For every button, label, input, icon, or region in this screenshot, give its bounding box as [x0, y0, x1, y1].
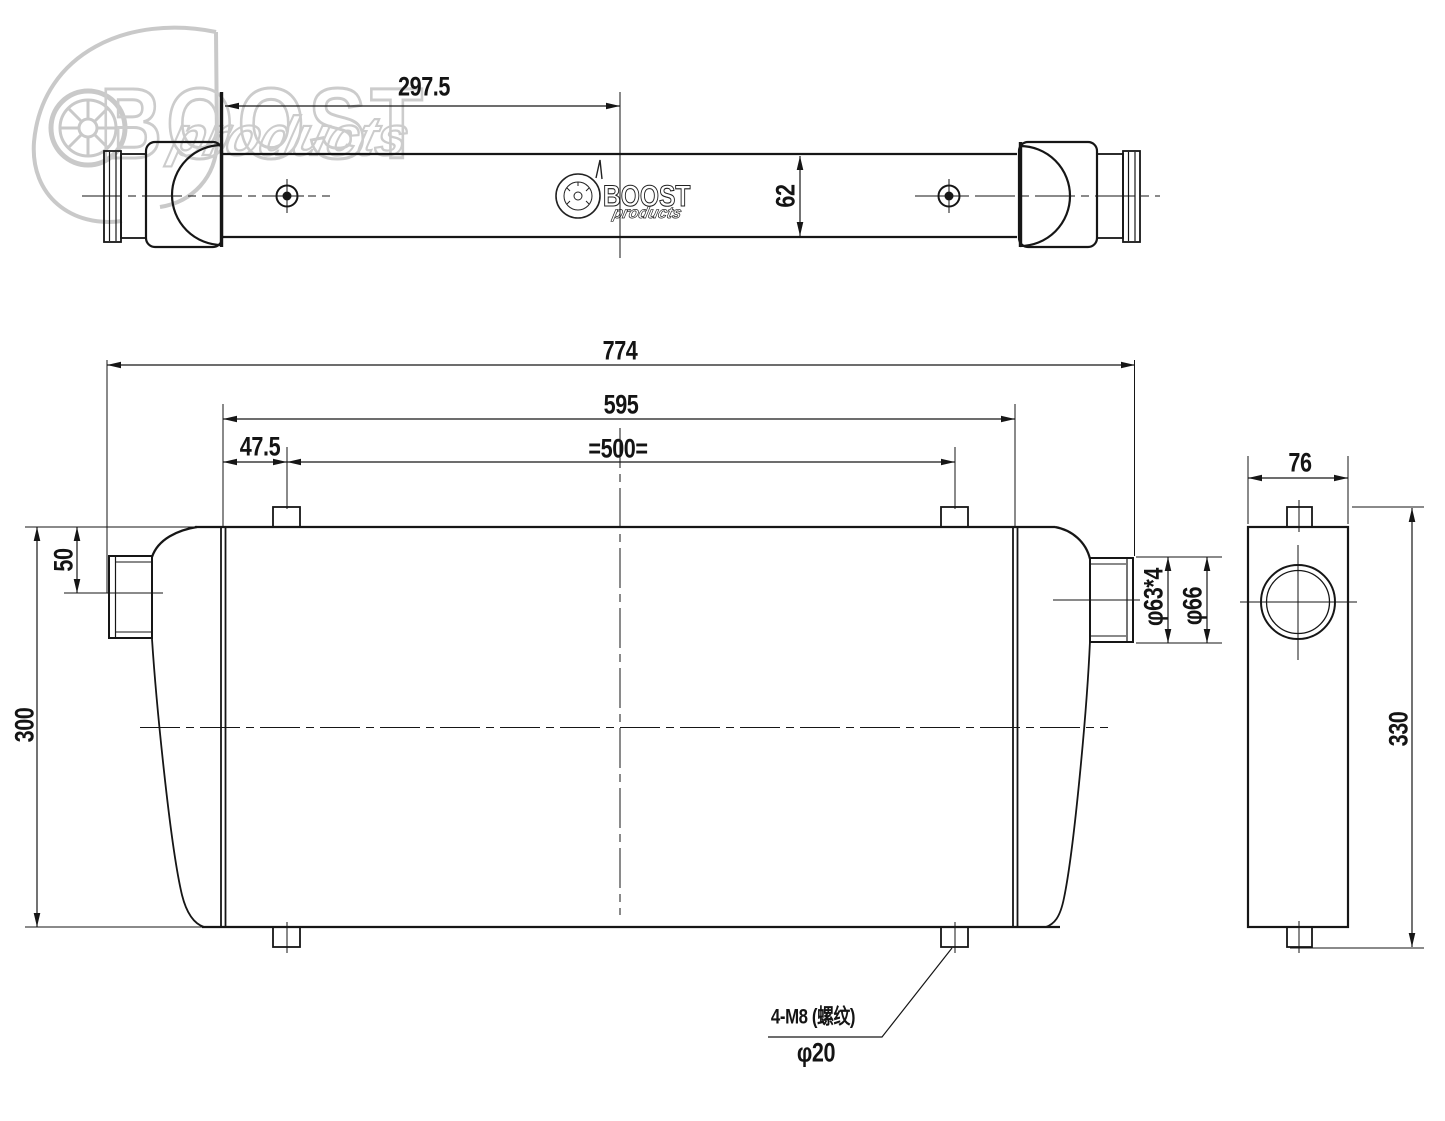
side-view	[1240, 456, 1424, 953]
dim-500-475	[223, 447, 956, 509]
dim-47-5-label: 47.5	[239, 431, 281, 462]
dim-774-label: 774	[602, 335, 638, 366]
dim-300	[33, 527, 41, 927]
dim-62-label: 62	[770, 184, 801, 208]
dim-297-5-label: 297.5	[397, 71, 451, 102]
bolt-target-icon	[270, 179, 304, 213]
dim-500-label: =500=	[588, 433, 648, 464]
boost-logo-small: BOOST products	[555, 159, 691, 222]
dim-pipe-od-label: φ63*4	[1138, 568, 1169, 626]
dim-pipe-diameters	[1136, 556, 1222, 644]
top-view: BOOST products	[82, 92, 1160, 258]
dim-330	[1290, 506, 1424, 949]
dim-330-label: 330	[1383, 711, 1414, 747]
dim-pipe-bead-label: φ66	[1177, 586, 1208, 626]
dim-76-label: 76	[1288, 447, 1312, 478]
dim-76	[1247, 456, 1349, 524]
thread-note-leader	[768, 947, 953, 1038]
dim-50	[73, 527, 81, 593]
dim-300-label: 300	[9, 707, 40, 743]
hole-note-label: φ20	[796, 1037, 836, 1068]
dim-774	[106, 360, 1135, 593]
dim-595	[222, 404, 1016, 527]
small-logo-boost-text: BOOST	[603, 179, 691, 213]
watermark-products-text: products	[163, 105, 416, 167]
dim-595-label: 595	[603, 389, 639, 420]
dim-50-label: 50	[48, 548, 79, 572]
dim-62	[796, 156, 804, 236]
small-logo-products-text: products	[610, 204, 683, 222]
bolt-target-icon	[932, 179, 966, 213]
thread-note-label: 4-M8 (螺纹)	[770, 1005, 856, 1029]
dim-297-5	[225, 92, 621, 258]
side-port-circle	[1240, 545, 1357, 660]
boost-watermark-logo: BOOST products	[31, 25, 427, 224]
front-view	[25, 360, 1222, 1038]
watermark-boost-text: BOOST	[100, 68, 427, 180]
